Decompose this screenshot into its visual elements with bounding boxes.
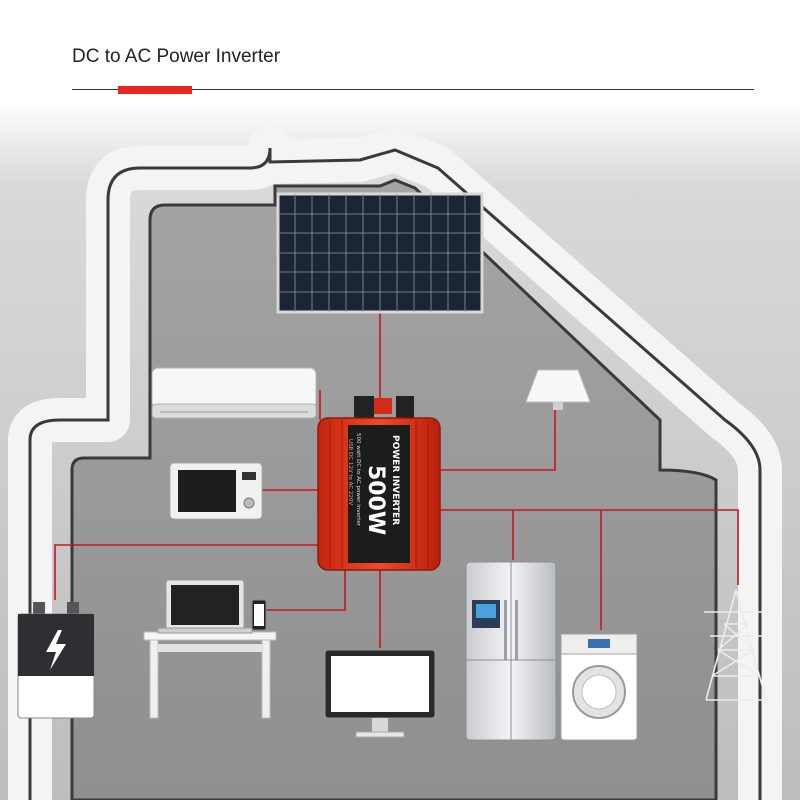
connector-lines [54,312,739,648]
title-divider [72,89,754,90]
smartphone-icon [251,599,267,631]
line-battery [54,544,318,600]
line-pylon [440,509,739,585]
inverter-brand-label: POWER INVERTER [390,435,400,525]
microwave-oven-icon [169,462,263,520]
power-inverter: POWER INVERTER 500W 500 watt DC to AC po… [317,396,441,571]
inverter-spec-line-2: USB DC 12V to AC 220V [347,439,353,505]
page-title: DC to AC Power Inverter [72,46,281,67]
inverter-wattage-label: 500W [363,465,388,535]
monitor-icon [324,649,436,738]
battery-icon [17,602,95,719]
inverter-spec-line-1: 500 watt DC to AC power inverter [355,433,361,527]
line-laptop [265,560,346,611]
power-pylon-icon [704,589,768,701]
washing-machine-icon [560,633,638,741]
lightning-icon [46,630,66,670]
solar-panel-icon [276,192,484,314]
title-accent-bar [118,86,192,94]
ceiling-lamp-icon [525,369,591,410]
laptop-icon [157,579,253,634]
line-lamp [440,410,556,471]
air-conditioner-icon [151,367,317,419]
refrigerator-icon [465,561,557,741]
